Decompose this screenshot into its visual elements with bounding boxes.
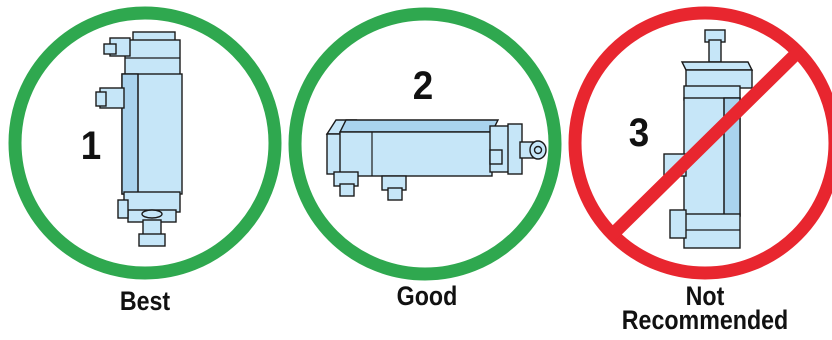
number-1: 1 bbox=[80, 124, 102, 168]
panel-best bbox=[8, 6, 282, 280]
actuator-horizontal-rod-right bbox=[325, 119, 547, 201]
caption-not: Not bbox=[685, 281, 725, 311]
caption-best: Best bbox=[119, 286, 171, 316]
panel-good bbox=[288, 7, 562, 281]
ring-best bbox=[8, 6, 282, 280]
actuator-vertical-rod-down bbox=[95, 31, 183, 247]
ring-not-recommended bbox=[568, 6, 832, 280]
panel-not-recommended bbox=[568, 6, 832, 280]
caption-recommended: Recommended bbox=[621, 305, 789, 335]
caption-good: Good bbox=[396, 281, 458, 311]
prohibition-slash bbox=[607, 46, 804, 240]
number-2-label: 2 bbox=[412, 64, 434, 108]
ring-good bbox=[288, 7, 562, 281]
number-3: 3 bbox=[628, 111, 650, 155]
